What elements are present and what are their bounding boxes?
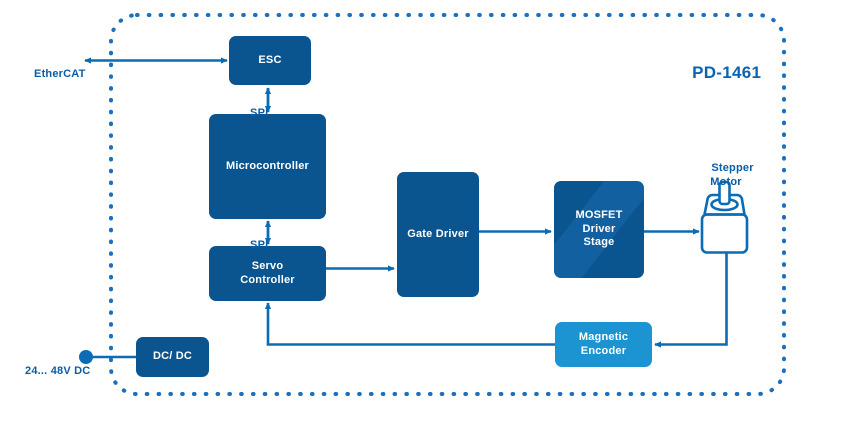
device-title-text: PD-1461 (692, 63, 762, 83)
block-esc-label: ESC (258, 53, 282, 66)
stepper-motor-label-text: Stepper Motor (710, 161, 754, 188)
stepper-motor-icon (700, 180, 749, 254)
spi-label-bottom: SPI (237, 225, 268, 266)
block-dc-dc[interactable]: DC/ DC (136, 337, 209, 377)
block-dc-dc-label: DC/ DC (152, 350, 193, 363)
block-magnetic-encoder-label: Magnetic Encoder (578, 330, 629, 357)
wire-motor-to-encoder (654, 252, 728, 348)
block-magnetic-encoder[interactable]: Magnetic Encoder (555, 322, 652, 367)
block-esc[interactable]: ESC (229, 36, 311, 85)
power-input-label-text: 24... 48V DC (25, 364, 91, 377)
spi-label-top-text: SPI (250, 106, 269, 119)
stepper-motor-label: Stepper Motor (686, 148, 766, 203)
enclosure-dotted-border (109, 13, 786, 396)
block-microcontroller[interactable]: Microcontroller (209, 114, 326, 219)
block-gate-driver-label: Gate Driver (407, 227, 469, 240)
spi-label-bottom-text: SPI (250, 238, 269, 251)
ethercat-label: EtherCAT (21, 54, 86, 95)
block-microcontroller-label: Microcontroller (225, 159, 310, 172)
spi-label-top: SPI (237, 93, 268, 134)
block-servo-controller[interactable]: Servo Controller (209, 246, 326, 301)
power-input-label: 24... 48V DC (12, 351, 90, 392)
device-title: PD-1461 (672, 41, 761, 105)
block-mosfet-driver-stage[interactable]: MOSFET Driver Stage (554, 181, 644, 278)
wire-encoder-to-servo (264, 302, 555, 346)
block-servo-controller-label: Servo Controller (240, 259, 295, 286)
power-input-port (79, 350, 93, 364)
block-gate-driver[interactable]: Gate Driver (397, 172, 479, 297)
ethercat-label-text: EtherCAT (34, 67, 86, 80)
block-mosfet-driver-stage-label: MOSFET Driver Stage (575, 208, 623, 249)
